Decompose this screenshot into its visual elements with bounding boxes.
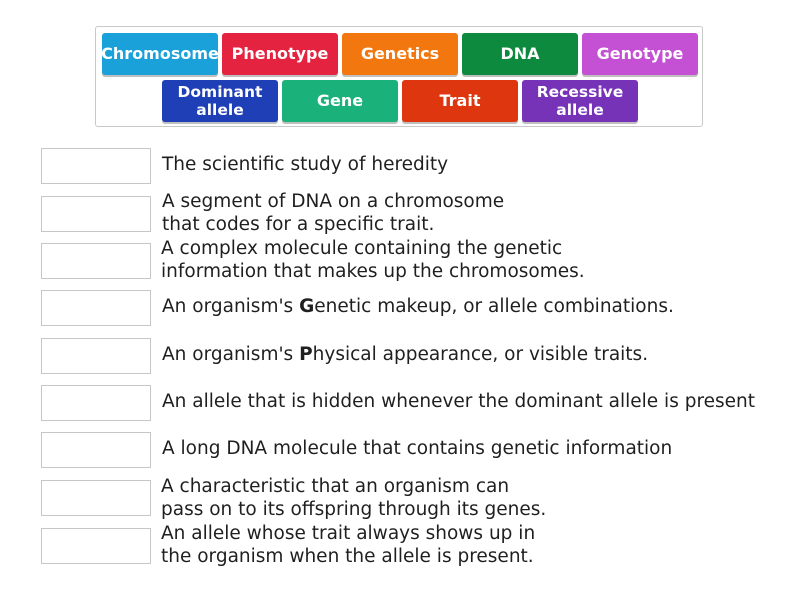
answer-box-5[interactable] — [41, 338, 151, 374]
clue-4-suffix: enetic makeup, or allele combinations. — [314, 296, 674, 317]
clue-5-prefix: An organism's — [162, 344, 300, 365]
answer-box-9[interactable] — [41, 528, 151, 564]
clue-3-line-1: A complex molecule containing the geneti… — [161, 238, 563, 259]
tile-dominant-allele[interactable]: Dominant allele — [162, 80, 278, 122]
clue-9: An allele whose trait always shows up in… — [161, 522, 535, 568]
tile-phenotype[interactable]: Phenotype — [222, 33, 338, 75]
clue-8: A characteristic that an organism can pa… — [161, 475, 546, 521]
answer-box-8[interactable] — [41, 480, 151, 516]
tile-chromosome[interactable]: Chromosome — [101, 33, 219, 75]
clue-4: An organism's Genetic makeup, or allele … — [162, 295, 674, 318]
clue-2-line-1: A segment of DNA on a chromosome — [162, 191, 505, 212]
tile-dna[interactable]: DNA — [462, 33, 578, 75]
answer-box-6[interactable] — [41, 385, 151, 421]
clue-9-line-1: An allele whose trait always shows up in — [161, 523, 536, 544]
clue-2: A segment of DNA on a chromosome that co… — [162, 190, 504, 236]
clue-4-prefix: An organism's — [162, 296, 300, 317]
clue-5-suffix: hysical appearance, or visible traits. — [312, 344, 649, 365]
answer-box-7[interactable] — [41, 432, 151, 468]
tile-genotype[interactable]: Genotype — [582, 33, 698, 75]
clue-2-line-2: that codes for a specific trait. — [162, 214, 435, 235]
tile-genetics[interactable]: Genetics — [342, 33, 458, 75]
word-bank: Chromosome Phenotype Genetics DNA Genoty… — [95, 26, 703, 127]
clue-7-line-1: A long DNA molecule that contains geneti… — [162, 438, 673, 459]
clue-5: An organism's Physical appearance, or vi… — [162, 343, 648, 366]
clue-6-line-1: An allele that is hidden whenever the do… — [162, 391, 756, 412]
clue-9-line-2: the organism when the allele is present. — [161, 546, 534, 567]
tile-recessive-allele[interactable]: Recessive allele — [522, 80, 638, 122]
tile-dominant-allele-line2: allele — [196, 101, 244, 119]
tile-gene[interactable]: Gene — [282, 80, 398, 122]
clue-1-line-1: The scientific study of heredity — [162, 154, 449, 175]
answer-box-2[interactable] — [41, 196, 151, 232]
clue-3: A complex molecule containing the geneti… — [161, 237, 585, 283]
clue-6: An allele that is hidden whenever the do… — [162, 390, 755, 413]
clue-4-bold-letter: G — [299, 296, 315, 317]
tile-recessive-allele-line1: Recessive — [536, 83, 624, 101]
answer-box-3[interactable] — [41, 243, 151, 279]
answer-box-4[interactable] — [41, 290, 151, 326]
clue-8-line-1: A characteristic that an organism can — [161, 476, 510, 497]
tile-dominant-allele-line1: Dominant — [177, 83, 263, 101]
clue-5-bold-letter: P — [299, 344, 313, 365]
clue-1: The scientific study of heredity — [162, 153, 448, 176]
clue-3-line-2: information that makes up the chromosome… — [161, 261, 585, 282]
answer-box-1[interactable] — [41, 148, 151, 184]
tile-trait[interactable]: Trait — [402, 80, 518, 122]
clue-7: A long DNA molecule that contains geneti… — [162, 437, 672, 460]
tile-recessive-allele-line2: allele — [556, 101, 604, 119]
clue-8-line-2: pass on to its offspring through its gen… — [161, 499, 547, 520]
